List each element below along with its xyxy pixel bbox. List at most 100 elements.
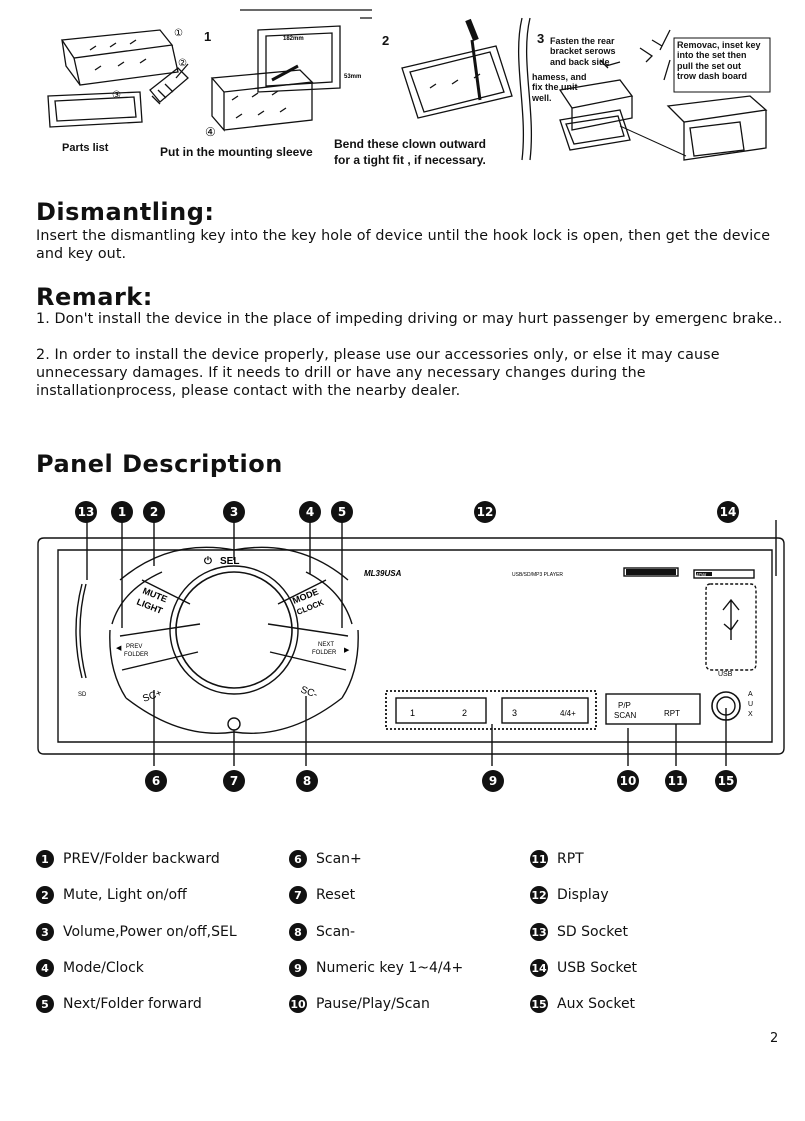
legend-item: 1 PREV/Folder backward — [36, 850, 220, 868]
callout-6: 6 — [145, 770, 167, 792]
legend-item: 6 Scan+ — [289, 850, 362, 868]
remove-line: pull the set out — [677, 60, 741, 71]
legend-text: RPT — [557, 851, 584, 867]
next-arrow-icon: ▶ — [344, 647, 350, 654]
legend-number: 7 — [289, 886, 307, 904]
callout-3: 3 — [223, 501, 245, 523]
callout-7: 7 — [223, 770, 245, 792]
legend-item: 14 USB Socket — [530, 959, 637, 977]
part-mark-1: ① — [174, 28, 183, 39]
part-mark-2: ② — [178, 58, 187, 69]
callout-5: 5 — [331, 501, 353, 523]
remark-heading: Remark: — [36, 283, 153, 311]
legend-item: 4 Mode/Clock — [36, 959, 144, 977]
legend-text: USB Socket — [557, 960, 638, 976]
step-3-number: 3 — [537, 31, 545, 46]
remove-line: Removac, inset key — [677, 40, 761, 50]
callout-10: 10 — [617, 770, 639, 792]
callout-2: 2 — [143, 501, 165, 523]
callout-1: 1 — [111, 501, 133, 523]
callout-12: 12 — [474, 501, 496, 523]
dim-182: 182mm — [283, 36, 304, 42]
installation-illustration: ① ② ③ ④ 182mm 53mm — [47, 9, 771, 161]
legend-text: SD Socket — [557, 924, 628, 940]
rpt-label: RPT — [664, 709, 680, 718]
fasten-line: Fasten the rear — [550, 36, 615, 46]
legend-text: Mode/Clock — [63, 960, 144, 976]
legend-number: 13 — [530, 923, 548, 941]
panel-legend: 1 PREV/Folder backward 2 Mute, Light on/… — [36, 850, 776, 1020]
legend-text: Reset — [316, 887, 356, 903]
legend-number: 8 — [289, 923, 307, 941]
fasten-line: hamess, and — [532, 72, 587, 82]
fasten-line: well. — [532, 92, 552, 103]
dismantling-text: Insert the dismantling key into the key … — [36, 228, 771, 262]
legend-item: 2 Mute, Light on/off — [36, 886, 187, 904]
remark-item-1: 1. Don't install the device in the place… — [36, 311, 783, 327]
next-label: NEXT — [318, 642, 334, 648]
prev-label: PREV — [126, 644, 142, 650]
legend-text: Mute, Light on/off — [63, 887, 187, 903]
callout-11: 11 — [665, 770, 687, 792]
key-4: 4/4+ — [560, 709, 576, 718]
legend-text: PREV/Folder backward — [63, 851, 220, 867]
model-label: ML39USA — [364, 569, 402, 578]
legend-number: 14 — [530, 959, 548, 977]
legend-text: Volume,Power on/off,SEL — [63, 924, 237, 940]
remove-line: into the set then — [677, 50, 747, 61]
legend-number: 2 — [36, 886, 54, 904]
legend-item: 13 SD Socket — [530, 923, 628, 941]
power-badge-label: 40W — [696, 573, 707, 579]
aux-letter: X — [748, 711, 753, 718]
sel-label: SEL — [220, 556, 239, 567]
scan-label: SCAN — [614, 711, 636, 720]
legend-item: 8 Scan- — [289, 923, 355, 941]
remove-line: trow dash board — [677, 71, 748, 82]
power-icon: ⏻ — [204, 555, 212, 567]
legend-text: Scan- — [316, 924, 356, 940]
bend-label-line2: for a tight fit , if necessary. — [334, 153, 486, 167]
mounting-sleeve-label: Put in the mounting sleeve — [160, 145, 313, 159]
legend-item: 11 RPT — [530, 850, 584, 868]
key-1: 1 — [410, 708, 415, 718]
legend-text: Display — [557, 887, 609, 903]
step-2-number: 2 — [382, 33, 390, 48]
key-2: 2 — [462, 708, 467, 718]
legend-number: 10 — [289, 995, 307, 1013]
callout-9: 9 — [482, 770, 504, 792]
fasten-line: and back side — [550, 56, 610, 67]
dim-53: 53mm — [344, 74, 361, 80]
remark-item-2: 2. In order to install the device proper… — [36, 347, 720, 399]
callout-15: 15 — [715, 770, 737, 792]
legend-number: 15 — [530, 995, 548, 1013]
aux-letter: A — [748, 691, 753, 698]
legend-text: Next/Folder forward — [63, 996, 202, 1012]
fasten-line: bracket serows — [550, 46, 616, 57]
usb-label: USB — [718, 671, 733, 678]
legend-item: 5 Next/Folder forward — [36, 995, 202, 1013]
legend-text: Numeric key 1~4/4+ — [316, 960, 464, 976]
legend-text: Pause/Play/Scan — [316, 996, 430, 1012]
part-mark-3: ③ — [112, 90, 121, 101]
installation-diagrams: ① ② ③ ④ 182mm 53mm — [0, 0, 805, 180]
legend-number: 3 — [36, 923, 54, 941]
step-1-number: 1 — [204, 29, 212, 44]
legend-number: 5 — [36, 995, 54, 1013]
legend-text: Scan+ — [316, 851, 362, 867]
pp-label: P/P — [618, 701, 631, 710]
legend-text: Aux Socket — [557, 996, 636, 1012]
callout-8: 8 — [296, 770, 318, 792]
callout-13: 13 — [75, 501, 97, 523]
sd-label: SD — [78, 692, 87, 698]
key-3: 3 — [512, 708, 517, 718]
player-type-label: USB/SD/MP3 PLAYER — [512, 572, 563, 578]
bend-label-line1: Bend these clown outward — [334, 137, 487, 151]
parts-list-label: Parts list — [62, 142, 109, 154]
legend-number: 6 — [289, 850, 307, 868]
scan-minus-label: SC- — [299, 684, 319, 700]
callout-14: 14 — [717, 501, 739, 523]
panel-heading: Panel Description — [36, 450, 283, 478]
dismantling-heading: Dismantling: — [36, 198, 215, 226]
legend-item: 10 Pause/Play/Scan — [289, 995, 430, 1013]
fasten-line: fix the unit — [532, 82, 578, 93]
